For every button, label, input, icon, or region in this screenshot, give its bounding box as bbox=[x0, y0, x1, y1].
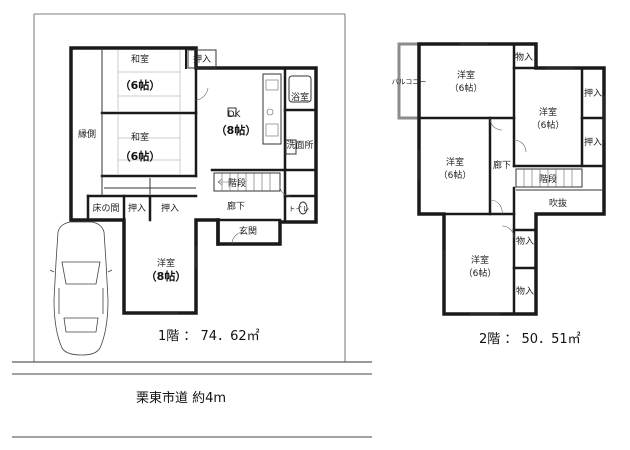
f1-washitsu-top-name: 和室 bbox=[131, 53, 149, 65]
f2-yoshitsu-a-size: （6帖） bbox=[450, 82, 483, 94]
f1-oshiire-b: 押入 bbox=[161, 202, 179, 214]
f1-oshiire-a: 押入 bbox=[128, 202, 146, 214]
f1-kaidan: 階段 bbox=[228, 177, 246, 189]
f2-yoshitsu-d-name: 洋室 bbox=[471, 254, 489, 266]
f1-washitsu-mid-name: 和室 bbox=[131, 131, 149, 143]
f1-senmenjo: 洗面所 bbox=[286, 139, 313, 151]
f2-yoshitsu-a-name: 洋室 bbox=[457, 69, 475, 81]
floor1-plan bbox=[69, 46, 318, 315]
f2-kaidan: 階段 bbox=[539, 173, 557, 185]
f1-tokonoma: 床の間 bbox=[92, 202, 119, 214]
f1-genkan: 玄関 bbox=[239, 225, 257, 237]
car-icon bbox=[49, 221, 113, 356]
road bbox=[12, 373, 372, 438]
f1-engawa: 縁側 bbox=[78, 128, 96, 140]
floor2-plan bbox=[397, 42, 606, 316]
f2-balcony: バルコニー bbox=[392, 78, 427, 86]
f2-fukinuke: 吹抜 bbox=[549, 197, 567, 209]
f1-washitsu-mid-size: （6帖） bbox=[120, 149, 161, 163]
f1-yokushitsu: 浴室 bbox=[291, 91, 309, 103]
f2-monoire-1: 物入 bbox=[516, 235, 534, 247]
f1-dk-size: （8帖） bbox=[216, 123, 257, 137]
f2-yoshitsu-d-size: （6帖） bbox=[464, 267, 497, 279]
f1-area-label: 1階 ： 74．62㎡ bbox=[158, 329, 260, 344]
f1-yoshitsu-size: （8帖） bbox=[146, 269, 187, 283]
road-label: 栗東市道 約4m bbox=[136, 390, 226, 406]
f2-oshiire-2: 押入 bbox=[584, 136, 602, 148]
f2-monoire-top: 物入 bbox=[515, 51, 533, 63]
f1-dk-name: DK bbox=[228, 110, 242, 120]
f2-yoshitsu-b-size: （6帖） bbox=[532, 119, 565, 131]
f2-yoshitsu-c-size: （6帖） bbox=[439, 169, 472, 181]
f1-oshiire-top: 押入 bbox=[193, 53, 211, 65]
f1-roka: 廊下 bbox=[227, 200, 245, 212]
f2-monoire-2: 物入 bbox=[516, 285, 534, 297]
site-boundary bbox=[12, 13, 372, 363]
f2-roka: 廊下 bbox=[493, 159, 511, 171]
f1-toilet: トイレ bbox=[289, 205, 310, 213]
f2-yoshitsu-b-name: 洋室 bbox=[539, 106, 557, 118]
f1-yoshitsu-name: 洋室 bbox=[157, 257, 175, 269]
f2-area-label: 2階 ： 50．51㎡ bbox=[479, 332, 581, 347]
f2-yoshitsu-c-name: 洋室 bbox=[446, 156, 464, 168]
f1-washitsu-top-size: （6帖） bbox=[120, 78, 161, 92]
f2-oshiire-1: 押入 bbox=[584, 87, 602, 99]
